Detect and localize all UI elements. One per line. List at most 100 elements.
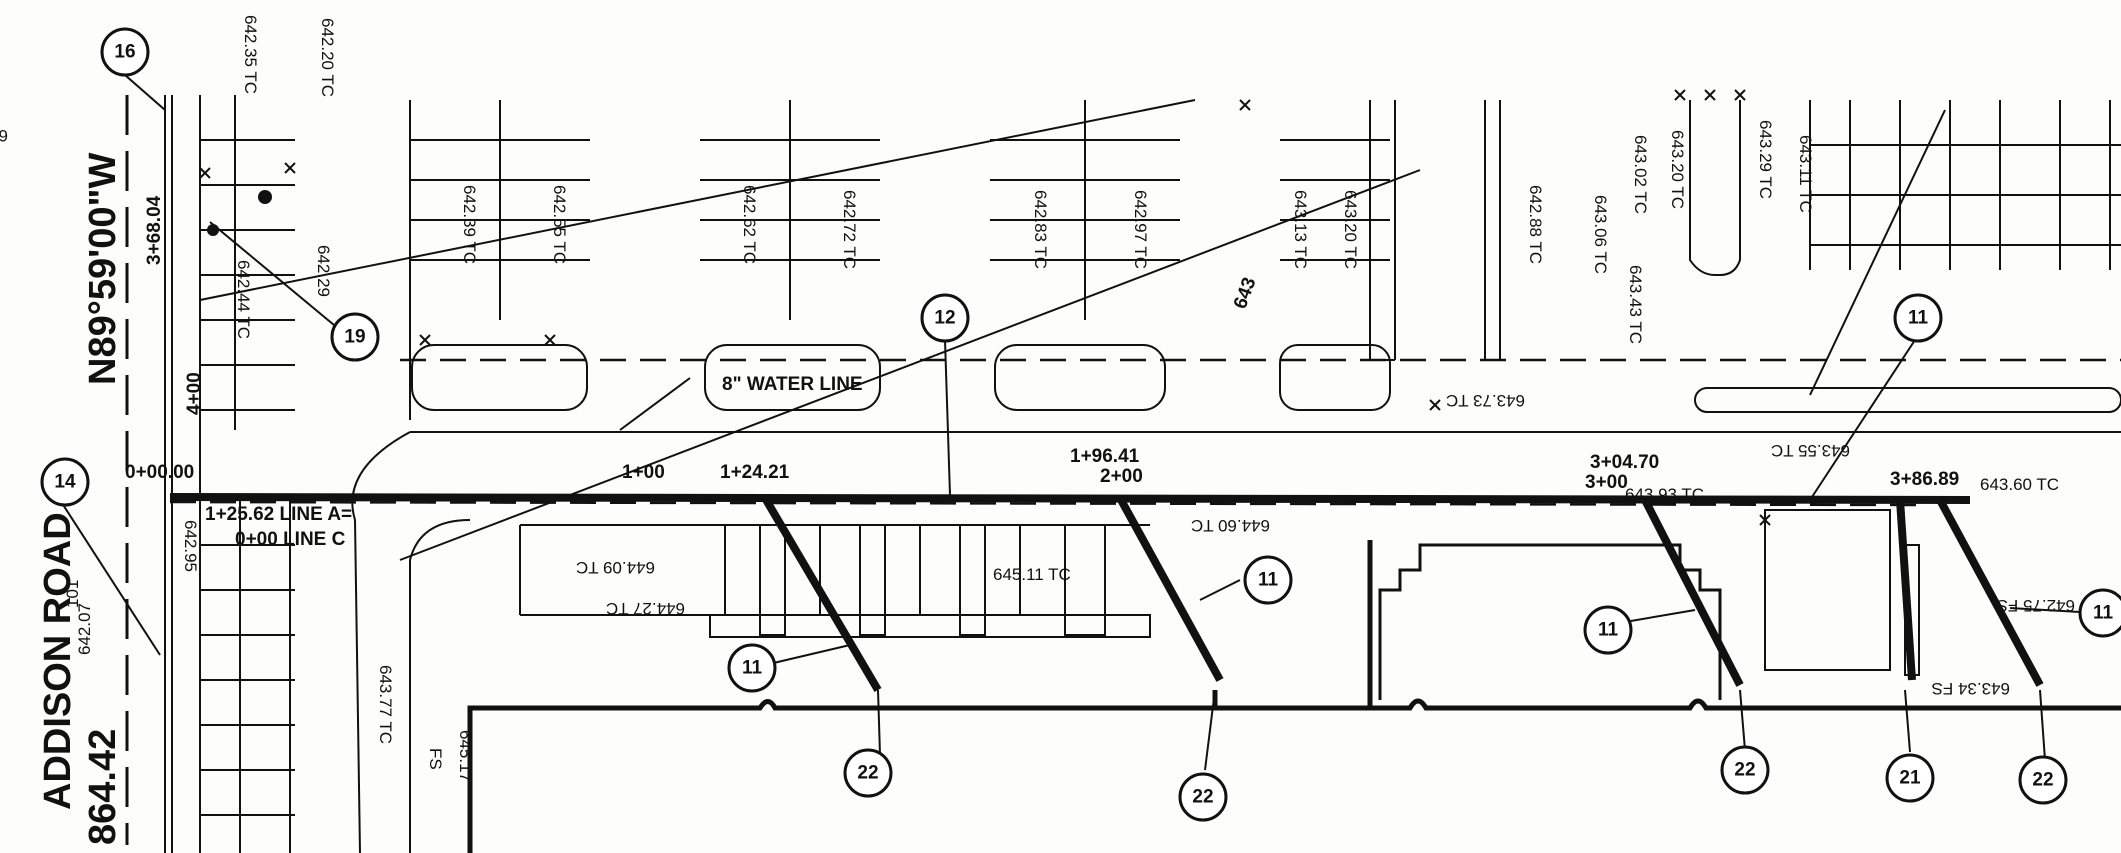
station-1: 1+00 bbox=[622, 462, 665, 483]
svg-text:643.20 TC: 643.20 TC bbox=[1668, 130, 1687, 209]
svg-text:642.29: 642.29 bbox=[314, 245, 333, 297]
pipe-segment-4 bbox=[1896, 499, 1916, 681]
svg-text:642.35 TC: 642.35 TC bbox=[241, 15, 260, 94]
svg-text:643.02 TC: 643.02 TC bbox=[1631, 135, 1650, 214]
svg-text:643.29 TC: 643.29 TC bbox=[1756, 120, 1775, 199]
callout-14: 14 bbox=[40, 457, 90, 507]
svg-text:643.34 FS: 643.34 FS bbox=[1932, 679, 2010, 698]
svg-text:22: 22 bbox=[2032, 770, 2053, 791]
contour-label: 643 bbox=[1230, 275, 1261, 312]
callout-22-b: 22 bbox=[1178, 772, 1228, 822]
roadside-code: 101 bbox=[63, 580, 82, 608]
station-4: 2+00 bbox=[1100, 466, 1143, 487]
svg-text:11: 11 bbox=[2093, 603, 2114, 624]
svg-text:642.97 TC: 642.97 TC bbox=[1131, 190, 1150, 269]
line-a-dashed bbox=[169, 500, 1931, 507]
line-a-label: 1+25.62 LINE A= bbox=[205, 504, 352, 525]
svg-text:11: 11 bbox=[1258, 570, 1279, 591]
structure-dot-2 bbox=[207, 224, 219, 236]
svg-text:642.39 TC: 642.39 TC bbox=[460, 185, 479, 264]
pad-rect bbox=[1764, 509, 1891, 671]
svg-text:642.95: 642.95 bbox=[181, 520, 200, 572]
svg-text:22: 22 bbox=[1192, 787, 1213, 808]
callout-22-d: 22 bbox=[2018, 755, 2068, 805]
station-vertical-b: 4+00 bbox=[184, 372, 205, 415]
edge-number: 641 bbox=[0, 126, 8, 145]
svg-text:11: 11 bbox=[742, 658, 763, 679]
pipe-segment-5 bbox=[1936, 498, 2044, 687]
pipe-segment-3 bbox=[1641, 498, 1744, 687]
svg-text:642.55 TC: 642.55 TC bbox=[550, 185, 569, 264]
svg-text:643.06 TC: 643.06 TC bbox=[1591, 195, 1610, 274]
roadside-elevation: 642.07 bbox=[75, 603, 94, 655]
station-3: 1+96.41 bbox=[1070, 446, 1140, 467]
callout-11-c: 11 bbox=[727, 643, 777, 693]
svg-text:22: 22 bbox=[857, 763, 878, 784]
station-6: 3+00 bbox=[1585, 472, 1628, 493]
callout-16: 16 bbox=[100, 27, 150, 77]
line-a-baseline bbox=[169, 493, 1971, 504]
pipe-segment-1 bbox=[761, 495, 882, 693]
svg-text:16: 16 bbox=[114, 42, 135, 63]
svg-text:643.13 TC: 643.13 TC bbox=[1291, 190, 1310, 269]
road-bearing: N89°59'00"W bbox=[82, 153, 124, 385]
svg-text:644.09 TC: 644.09 TC bbox=[576, 558, 655, 577]
survey-marks bbox=[199, 89, 1771, 526]
svg-text:FS: FS bbox=[426, 748, 445, 770]
entry-curve-2 bbox=[409, 519, 471, 853]
svg-text:642.20 TC: 642.20 TC bbox=[318, 18, 337, 97]
road-distance: 864.42 bbox=[82, 729, 124, 845]
svg-text:642.62 TC: 642.62 TC bbox=[740, 185, 759, 264]
entry-curve bbox=[351, 431, 411, 853]
svg-text:11: 11 bbox=[1908, 308, 1929, 329]
callout-11-b: 11 bbox=[1243, 555, 1293, 605]
svg-text:643.77 TC: 643.77 TC bbox=[376, 665, 395, 744]
building-outline bbox=[1378, 543, 1722, 700]
station-2: 1+24.21 bbox=[720, 462, 790, 483]
callout-21: 21 bbox=[1885, 753, 1935, 803]
station-7: 3+86.89 bbox=[1890, 469, 1959, 490]
svg-text:644.27 TC: 644.27 TC bbox=[606, 599, 685, 618]
callout-11-a: 11 bbox=[1893, 293, 1943, 343]
line-c-label: 0+00 LINE C bbox=[235, 529, 346, 550]
elevation-labels: 642.35 TC 642.20 TC 642.29 642.44 TC 642… bbox=[181, 15, 2075, 782]
svg-text:11: 11 bbox=[1598, 620, 1619, 641]
station-vertical-a: 3+68.04 bbox=[144, 195, 165, 265]
svg-text:642.75 FS: 642.75 FS bbox=[1997, 596, 2075, 615]
svg-text:642.88 TC: 642.88 TC bbox=[1526, 185, 1545, 264]
svg-text:642.83 TC: 642.83 TC bbox=[1031, 190, 1050, 269]
pipe-segments bbox=[761, 495, 2044, 693]
pipe-segment-2 bbox=[1116, 496, 1224, 682]
utility-line bbox=[1809, 109, 1946, 396]
contour-line-a bbox=[199, 99, 1196, 301]
svg-text:643.43 TC: 643.43 TC bbox=[1626, 265, 1645, 344]
svg-text:21: 21 bbox=[1899, 768, 1921, 789]
station-5: 3+04.70 bbox=[1590, 452, 1659, 473]
water-line-label: 8" WATER LINE bbox=[722, 374, 863, 395]
svg-text:14: 14 bbox=[54, 472, 76, 493]
callout-19: 19 bbox=[330, 312, 380, 362]
hatched-blocks bbox=[519, 524, 1151, 638]
station-0: 0+00.00 bbox=[125, 462, 194, 483]
left-parking-grid bbox=[200, 95, 295, 816]
callout-12: 12 bbox=[920, 293, 970, 343]
svg-text:12: 12 bbox=[934, 308, 955, 329]
callout-11-e: 11 bbox=[2078, 588, 2121, 638]
road-name: ADDISON ROAD bbox=[37, 512, 79, 810]
parking-bays bbox=[409, 100, 2121, 420]
svg-text:645.11 TC: 645.11 TC bbox=[993, 565, 1071, 584]
svg-text:22: 22 bbox=[1734, 760, 1755, 781]
svg-text:643.11 TC: 643.11 TC bbox=[1796, 135, 1815, 213]
svg-text:645.17: 645.17 bbox=[456, 730, 475, 782]
svg-text:642.44 TC: 642.44 TC bbox=[234, 260, 253, 339]
svg-text:643.20 TC: 643.20 TC bbox=[1341, 190, 1360, 269]
curb-line bbox=[467, 540, 2121, 853]
svg-text:19: 19 bbox=[344, 327, 365, 348]
svg-text:643.93 TC: 643.93 TC bbox=[1625, 485, 1704, 504]
svg-text:642.72 TC: 642.72 TC bbox=[840, 190, 859, 269]
callout-22-c: 22 bbox=[1720, 745, 1770, 795]
structure-dot-1 bbox=[258, 190, 272, 204]
svg-text:643.60 TC: 643.60 TC bbox=[1980, 475, 2059, 494]
